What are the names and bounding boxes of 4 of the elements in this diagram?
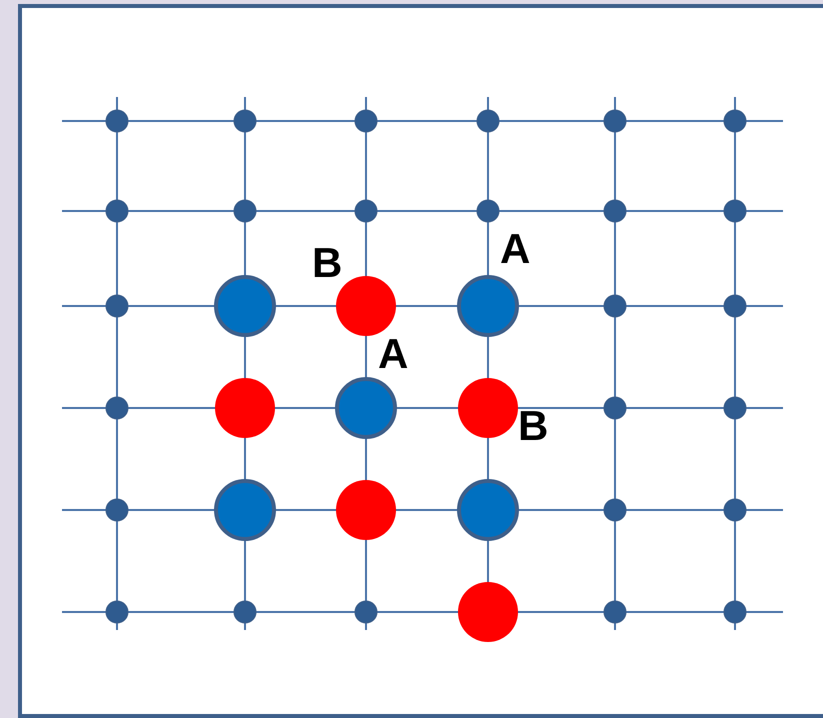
site-label: A (378, 333, 408, 375)
site-label: B (312, 242, 342, 284)
site-label: A (500, 228, 530, 270)
site-label: B (518, 405, 548, 447)
